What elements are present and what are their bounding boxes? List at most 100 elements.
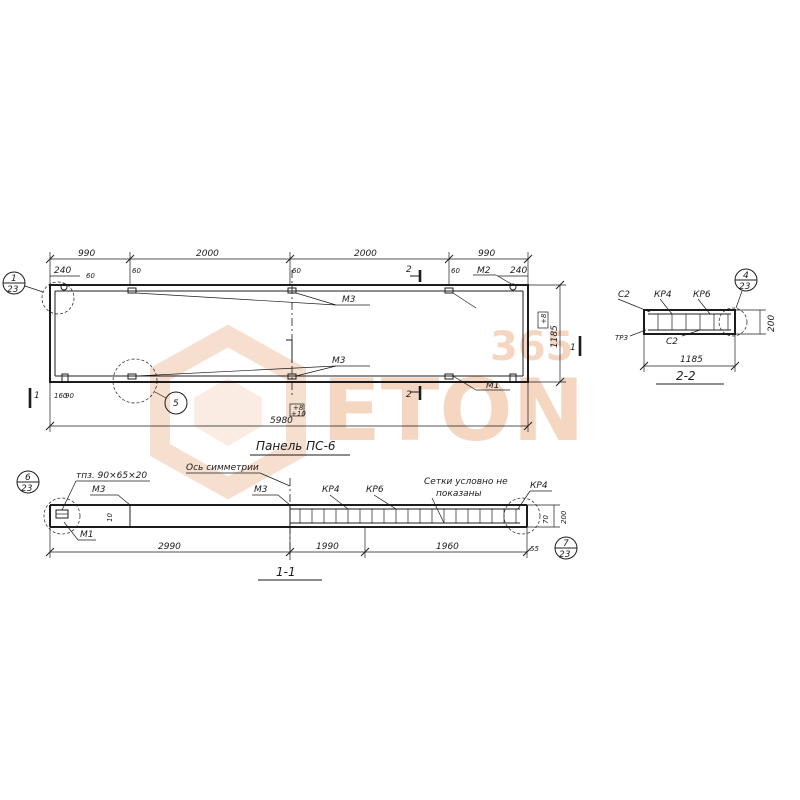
section-1-1-stirrups xyxy=(299,509,517,523)
tick-4 xyxy=(444,254,454,264)
tick-1 xyxy=(45,254,55,264)
leader-tpz xyxy=(629,329,647,337)
section-1-1-tick-4 xyxy=(522,547,532,557)
leader-c2-bottom xyxy=(681,329,701,337)
tick-2 xyxy=(125,254,135,264)
callout-1-sheet: 23 xyxy=(7,285,19,295)
dim-bottom-160: 160 xyxy=(54,392,68,400)
callout-7-num: 7 xyxy=(563,539,569,549)
section-1-right-label: 1 xyxy=(570,343,576,353)
dim-right-small: 70 xyxy=(542,515,550,524)
label-kp6: КР6 xyxy=(693,290,711,300)
detail-circle-5 xyxy=(112,358,158,404)
label-kp4-right-leader xyxy=(517,490,531,510)
dim-240-right: 240 xyxy=(510,266,527,276)
dim-60-c: 60 xyxy=(292,267,301,275)
leader-m2 xyxy=(495,274,514,286)
plan-view: 990 2000 2000 990 240 60 60 60 60 М2 240… xyxy=(2,249,582,456)
leader-top-right xyxy=(452,292,477,309)
section-2-2-tick-right xyxy=(730,361,740,371)
section-2-2-outline xyxy=(643,309,736,335)
section-1-1-tick-2 xyxy=(285,547,295,557)
level-mark-bottom2: +10 xyxy=(291,410,306,418)
label-m1-1-1: М1 xyxy=(80,530,94,540)
dim-10: 10 xyxy=(106,513,114,522)
dim-top-3: 2000 xyxy=(354,249,377,259)
dim-height: 1185 xyxy=(550,325,560,348)
label-axis-symmetry: Ось симметрии xyxy=(186,463,259,473)
label-m3-left: М3 xyxy=(92,485,106,495)
label-kp4-right: КР4 xyxy=(530,481,548,491)
label-c2-bottom: С2 xyxy=(666,337,678,347)
dim-60-d: 60 xyxy=(451,267,460,275)
label-axis-leader xyxy=(259,472,291,487)
label-kp6-1-1: КР6 xyxy=(366,485,384,495)
label-m3-mid: М3 xyxy=(332,356,346,366)
tick-height-top xyxy=(555,280,565,290)
leader-kp4 xyxy=(659,298,673,315)
leader-m1 xyxy=(452,375,477,391)
plan-title: Панель ПС-6 xyxy=(256,439,336,453)
dim-top-1: 990 xyxy=(78,249,95,259)
leader-m3-bot-left xyxy=(135,365,337,377)
level-mark-right: +8 xyxy=(540,313,548,324)
label-kp4-mid: КР4 xyxy=(322,485,340,495)
tick-total-left xyxy=(45,421,55,431)
callout-7-sheet: 23 xyxy=(559,550,571,560)
callout-5-leader xyxy=(154,391,167,399)
section-2-top-label: 2 xyxy=(406,265,412,275)
dim-top-2: 2000 xyxy=(196,249,219,259)
watermark-number: 365 xyxy=(490,324,574,370)
label-m3-left-leader xyxy=(117,494,131,506)
dim-240-left: 240 xyxy=(54,266,71,276)
callout-6-sheet: 23 xyxy=(21,484,33,494)
callout-4-leader xyxy=(735,290,743,309)
section-1-1-view: Ось симметрии тпз. 90×65×20 М3 М3 КР4 КР… xyxy=(16,463,578,581)
section-2-2-dim-height-value: 200 xyxy=(767,315,777,332)
detail-circle-7 xyxy=(503,497,541,535)
section-1-left-label: 1 xyxy=(34,391,40,401)
level-mark-box xyxy=(537,311,549,329)
section-1-1-title: 1-1 xyxy=(276,565,296,579)
section-2-2-view: С2 КР4 КР6 С2 ТРЗ 1185 200 4 23 2-2 xyxy=(615,268,777,385)
dim-200-1-1: 200 xyxy=(560,510,568,524)
label-m1: М1 xyxy=(486,381,500,391)
dim-60-b: 60 xyxy=(132,267,141,275)
callout-6-num: 6 xyxy=(25,473,31,483)
embed-bottom-left xyxy=(61,373,69,383)
level-mark-bottom: +8 xyxy=(293,404,304,412)
dim-bottom-3: 1960 xyxy=(436,542,459,552)
callout-5-num: 5 xyxy=(173,399,179,409)
dim-top-4: 990 xyxy=(478,249,495,259)
section-1-1-tick-1 xyxy=(45,547,55,557)
label-c2-left: С2 xyxy=(618,290,630,300)
leader-m3-top-left xyxy=(135,292,337,306)
callout-1-leader xyxy=(24,285,44,293)
embed-bottom-1 xyxy=(127,373,137,380)
label-tpz: ТРЗ xyxy=(615,334,628,342)
dim-bottom-2: 1990 xyxy=(316,542,339,552)
tick-3 xyxy=(285,254,295,264)
lifting-loop-right xyxy=(509,283,517,291)
label-tpz-1-1: тпз. 90×65×20 xyxy=(76,471,147,481)
dim-total: 5980 xyxy=(270,416,293,426)
dim-bottom-1: 2990 xyxy=(158,542,181,552)
embed-top-3 xyxy=(444,287,454,294)
label-note-leader xyxy=(431,497,445,524)
label-kp4-mid-leader xyxy=(329,494,349,510)
leader-m3-top-mid xyxy=(295,292,337,306)
detail-circle-6 xyxy=(43,497,81,535)
tick-total-right xyxy=(523,421,533,431)
level-mark-box-bottom xyxy=(289,403,305,417)
tick-5 xyxy=(523,254,533,264)
label-tpz-leader xyxy=(61,480,77,511)
embed-top-1 xyxy=(127,287,137,294)
dim-55: 55 xyxy=(530,545,539,553)
callout-4-sheet: 23 xyxy=(739,282,751,292)
leader-c2-left xyxy=(617,298,651,313)
label-m3-top: М3 xyxy=(342,295,356,305)
tick-height-bottom xyxy=(555,377,565,387)
callout-4-num: 4 xyxy=(743,271,749,281)
label-m3-mid-1-1: М3 xyxy=(254,485,268,495)
